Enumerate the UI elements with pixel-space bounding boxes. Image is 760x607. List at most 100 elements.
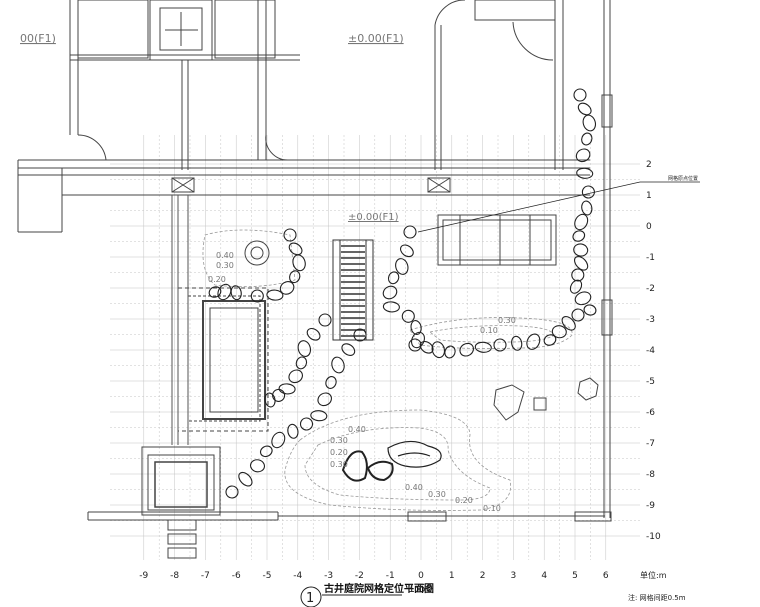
stone <box>431 341 446 359</box>
x-tick-label: 6 <box>603 571 609 581</box>
stone <box>331 356 345 374</box>
stone <box>310 410 328 422</box>
stone <box>573 255 589 271</box>
stone <box>230 285 242 301</box>
stone <box>543 334 557 346</box>
x-tick-label: -1 <box>386 571 395 581</box>
y-tick-label: -5 <box>646 377 655 387</box>
stone <box>582 114 597 132</box>
stone <box>299 417 314 431</box>
drawing-scale: 1:50 <box>408 582 433 595</box>
stone <box>575 148 591 163</box>
x-tick-label: 0 <box>418 571 424 581</box>
stone <box>474 341 492 353</box>
elev-mark: 0.40 <box>405 483 423 492</box>
stone <box>574 291 592 306</box>
stone <box>551 325 567 339</box>
stone <box>561 315 576 331</box>
stone <box>571 268 585 282</box>
y-tick-label: 0 <box>646 222 652 232</box>
stone <box>266 289 284 301</box>
elev-mark: 0.10 <box>480 326 498 335</box>
stone <box>287 423 299 439</box>
stone <box>526 333 541 350</box>
level-mark-court: ±0.00(F1) <box>348 212 399 223</box>
level-mark-top: ±0.00(F1) <box>348 32 404 45</box>
stone <box>279 281 295 295</box>
stone <box>581 132 593 146</box>
x-tick-label: -6 <box>232 571 241 581</box>
stone <box>387 271 400 285</box>
stone <box>238 471 253 487</box>
layout-grid <box>110 135 640 560</box>
stone <box>573 88 587 102</box>
drawing-title: 古井庭院网格定位平面图 <box>324 582 434 595</box>
stone <box>403 225 417 239</box>
elev-mark: 0.30 <box>330 436 348 445</box>
stone <box>572 230 586 242</box>
x-tick-label: 5 <box>572 571 578 581</box>
y-tick-label: -6 <box>646 408 655 418</box>
stone <box>295 356 308 370</box>
x-tick-label: -8 <box>170 571 179 581</box>
x-tick-label: 1 <box>449 571 455 581</box>
stone <box>410 320 422 335</box>
stone <box>577 102 592 116</box>
stone <box>573 243 589 257</box>
y-tick-label: 1 <box>646 191 652 201</box>
stone <box>289 270 301 284</box>
elev-mark: 0.30 <box>330 460 348 469</box>
y-tick-label: -10 <box>646 532 661 542</box>
wooden-bridge <box>332 239 374 341</box>
elev-mark: 0.30 <box>428 490 446 499</box>
leader-line <box>417 181 700 233</box>
stone <box>353 328 367 342</box>
elev-mark: 0.10 <box>483 504 501 513</box>
stone <box>511 335 523 351</box>
y-tick-label: -9 <box>646 501 655 511</box>
stone <box>581 185 595 199</box>
x-tick-label: -4 <box>293 571 302 581</box>
stone <box>581 200 593 216</box>
stone <box>411 331 425 349</box>
stone <box>341 343 356 356</box>
stone <box>292 254 306 272</box>
stone-edging <box>208 88 597 499</box>
elev-mark: 0.20 <box>208 275 226 284</box>
y-axis-labels: 210-1-2-3-4-5-6-7-8-9-10 <box>646 160 661 542</box>
y-tick-label: 2 <box>646 160 652 170</box>
unit-label: 单位:m <box>640 570 667 580</box>
stone <box>317 392 332 407</box>
y-tick-label: -7 <box>646 439 655 449</box>
stone <box>382 301 400 313</box>
elev-mark: 0.40 <box>348 425 366 434</box>
origin-note: 网格原点位置 <box>668 175 698 182</box>
y-tick-label: -3 <box>646 315 655 325</box>
stone <box>493 338 507 352</box>
stone <box>271 431 286 449</box>
stone <box>576 167 594 179</box>
stone <box>583 304 597 316</box>
stone <box>459 342 474 357</box>
y-tick-label: -4 <box>646 346 655 356</box>
stone <box>574 213 589 231</box>
stone <box>401 309 415 323</box>
elev-mark: 0.40 <box>216 251 234 260</box>
drawing-index-circle <box>300 586 322 607</box>
building-outline <box>17 0 613 559</box>
level-mark-left: 00(F1) <box>20 32 56 45</box>
elev-mark: 0.30 <box>498 316 516 325</box>
y-tick-label: -2 <box>646 284 655 294</box>
stone <box>306 327 321 341</box>
index-number: 1 <box>306 591 314 606</box>
y-tick-label: -8 <box>646 470 655 480</box>
x-tick-label: 3 <box>511 571 517 581</box>
stone <box>569 279 583 294</box>
water-contours <box>202 229 573 511</box>
stone <box>408 338 422 352</box>
stone <box>278 383 296 395</box>
elev-mark: 0.20 <box>330 448 348 457</box>
x-tick-label: -7 <box>201 571 210 581</box>
